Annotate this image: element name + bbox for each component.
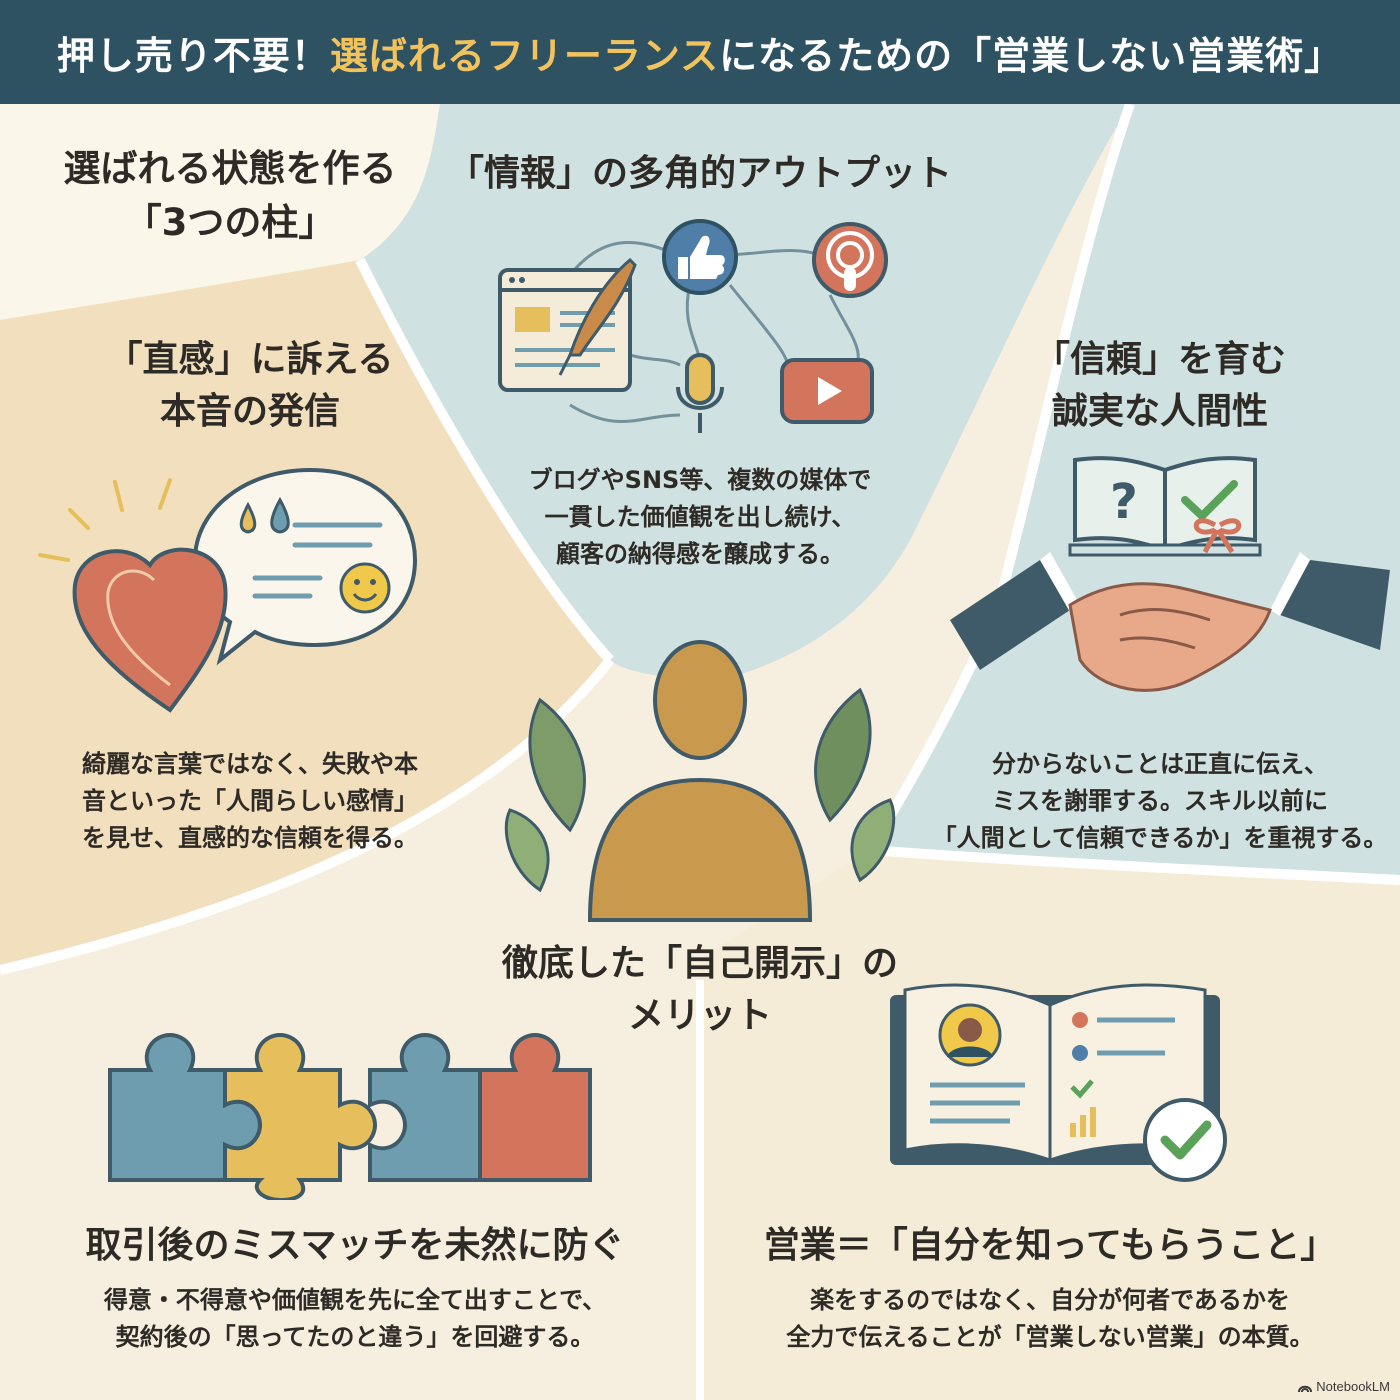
trust-title-line: 誠実な人間性 (1051, 391, 1268, 433)
media-icons-cluster (498, 219, 888, 433)
smiley-icon (339, 562, 391, 614)
sales-body-line: 全力で伝えることが「営業しない営業」の本質。 (786, 1323, 1314, 1352)
puzzle-pieces-illustration (108, 1032, 592, 1200)
header-bar: 押し売り不要！選ばれるフリーランスになるための「営業しない営業術」 (0, 0, 1400, 104)
intuition-title-line: 「直感」に訴える (106, 339, 394, 380)
brand-label: NotebookLM (1316, 1379, 1390, 1394)
trust-title-line: 「信頼」を育む (1033, 339, 1286, 380)
check-mark-icon (1181, 480, 1238, 520)
trust-body: 分からないことは正直に伝え、 ミスを謝罪する。スキル以前に 「人間として信頼でき… (930, 746, 1390, 858)
sales-body-line: 楽をするのではなく、自分が何者であるかを (810, 1286, 1290, 1314)
central-figure-illustration (504, 640, 896, 922)
intro-panel (0, 104, 440, 320)
intuition-body: 綺麗な言葉ではなく、失敗や本 音といった「人間らしい感情」 を見せ、直感的な信頼… (40, 746, 460, 858)
sales-title: 営業＝「自分を知ってもらうこと」 (763, 1225, 1337, 1266)
info-output-body-line: 顧客の納得感を醸成する。 (556, 540, 844, 569)
title-prefix: 押し売り不要！ (56, 33, 330, 78)
title-highlight: 選ばれるフリーランス (329, 33, 720, 78)
leaf-icon (504, 687, 896, 893)
mismatch-title: 取引後のミスマッチを未然に防ぐ (85, 1225, 625, 1266)
intuition-body-line: 音といった「人間らしい感情」 (82, 787, 418, 816)
heart-icon (72, 547, 228, 713)
handshake-icon (950, 552, 1390, 692)
mismatch-body: 得意・不得意や価値観を先に全て出すことで、 契約後の「思ってたのと違う」を回避す… (20, 1282, 690, 1356)
intro-line-2: 「3つの柱」 (124, 200, 336, 244)
puzzle-piece-icon (223, 1032, 378, 1200)
info-output-body-line: 一貫した価値観を出し続け、 (544, 503, 856, 532)
puzzle-piece-icon (478, 1032, 592, 1182)
podcast-icon (812, 222, 888, 298)
trust-illustration: ? (950, 456, 1390, 692)
intro-heading: 選ばれる状態を作る 「3つの柱」 (40, 142, 420, 249)
feather-pen-icon (558, 257, 637, 376)
info-output-title: 「情報」の多角的アウトプット (447, 153, 952, 194)
info-output-body: ブログやSNS等、複数の媒体で 一貫した価値観を出し続け、 顧客の納得感を醸成す… (470, 462, 930, 574)
intuition-body-line: 綺麗な言葉ではなく、失敗や本 (82, 750, 418, 778)
speech-bubble-icon (192, 467, 418, 666)
self-disclosure-title-line: 徹底した「自己開示」の (501, 943, 898, 984)
trust-body-line: 「人間として信頼できるか」を重視する。 (932, 824, 1388, 853)
intuition-title: 「直感」に訴える 本音の発信 (60, 334, 440, 438)
info-output-panel (360, 104, 1130, 680)
mismatch-body-line: 得意・不得意や価値観を先に全て出すことで、 (103, 1286, 607, 1314)
intuition-title-line: 本音の発信 (159, 391, 340, 433)
person-silhouette-icon (587, 640, 813, 922)
thumbs-up-icon (662, 219, 738, 295)
profile-book-illustration (890, 983, 1227, 1182)
heart-speech-illustration (38, 467, 418, 713)
notebook-logo-icon (1298, 1385, 1313, 1392)
trust-body-line: ミスを謝罪する。スキル以前に (992, 787, 1328, 816)
intro-line-1: 選ばれる状態を作る (63, 147, 397, 190)
mismatch-body-line: 契約後の「思ってたのと違う」を回避する。 (115, 1323, 595, 1352)
trust-title: 「信頼」を育む 誠実な人間性 (980, 334, 1340, 438)
play-button-icon (780, 358, 874, 424)
self-disclosure-title: 徹底した「自己開示」の メリット (470, 938, 930, 1042)
title-suffix: になるための「営業しない営業術」 (719, 33, 1344, 78)
brand-watermark: NotebookLM (1298, 1379, 1390, 1394)
puzzle-piece-icon (368, 1032, 482, 1182)
microphone-icon (676, 353, 724, 433)
bow-icon (1193, 518, 1242, 554)
question-mark-icon: ? (1110, 474, 1138, 530)
sales-body: 楽をするのではなく、自分が何者であるかを 全力で伝えることが「営業しない営業」の… (710, 1282, 1390, 1356)
page-title: 押し売り不要！選ばれるフリーランスになるための「営業しない営業術」 (57, 25, 1343, 80)
check-badge-icon (1143, 1098, 1227, 1182)
intuition-body-line: を見せ、直感的な信頼を得る。 (82, 824, 418, 853)
info-output-body-line: ブログやSNS等、複数の媒体で (528, 466, 872, 494)
self-disclosure-title-line: メリット (627, 995, 772, 1037)
open-book-icon (1068, 456, 1262, 557)
trust-body-line: 分からないことは正直に伝え、 (992, 750, 1328, 778)
